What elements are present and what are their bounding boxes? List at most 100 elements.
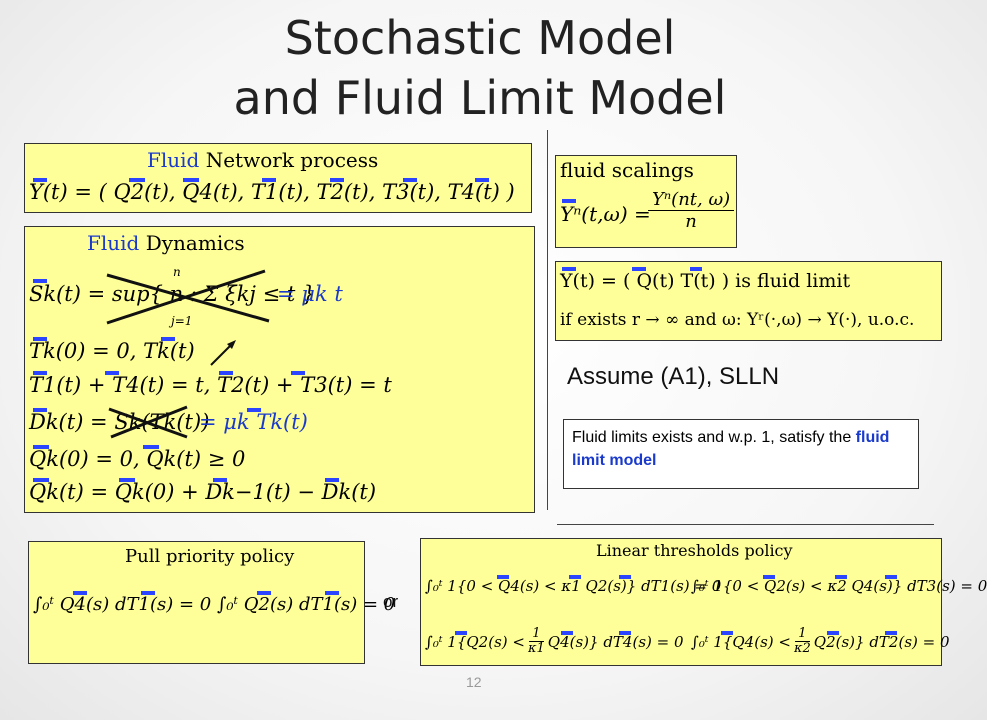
overbar bbox=[721, 631, 733, 635]
vertical-divider bbox=[547, 130, 548, 510]
fluid-dynamics-box: Fluid Dynamics Sk(t) = sup{ n : Σ ξkj ≤ … bbox=[24, 226, 535, 513]
sum-lower-limit: j=1 bbox=[171, 314, 193, 328]
scalings-lhs: Yⁿ(t,ω) = bbox=[560, 202, 651, 226]
fluid-scalings-box: fluid scalings Yⁿ(t,ω) = Yⁿ(nt, ω) n bbox=[555, 155, 737, 248]
note-text: Fluid limits exists and w.p. 1, satisfy … bbox=[572, 429, 852, 446]
dynamics-line1-right: = μk t bbox=[277, 282, 343, 306]
linear-eq3-den: κ1 bbox=[527, 641, 545, 656]
overbar bbox=[763, 575, 775, 579]
scalings-heading: fluid scalings bbox=[560, 158, 694, 182]
overbar bbox=[835, 575, 847, 579]
scalings-numerator: Yⁿ(nt, ω) bbox=[648, 189, 735, 211]
overbar bbox=[33, 408, 47, 412]
assume-text: Assume (A1), SLLN bbox=[567, 363, 780, 390]
linear-heading: Linear thresholds policy bbox=[596, 541, 793, 560]
linear-eq4-den: κ2 bbox=[793, 641, 811, 656]
fluid-limit-box: Y(t) = ( Q(t) T(t) ) is fluid limit if e… bbox=[555, 261, 942, 341]
network-heading-fluid: Fluid bbox=[147, 148, 200, 172]
overbar bbox=[33, 279, 47, 283]
pull-eq2: ∫₀ᵗ Q2(s) dT1(s) = 0 bbox=[217, 594, 396, 615]
pull-priority-box: Pull priority policy ∫₀ᵗ Q4(s) dT1(s) = … bbox=[28, 541, 395, 664]
overbar bbox=[619, 631, 631, 635]
overbar bbox=[455, 631, 467, 635]
overbar bbox=[143, 445, 159, 449]
overbar bbox=[129, 178, 145, 182]
overbar bbox=[885, 631, 897, 635]
overbar bbox=[105, 371, 119, 375]
fluid-limit-line1: Y(t) = ( Q(t) T(t) ) is fluid limit bbox=[560, 270, 851, 292]
dynamics-heading-rest: Dynamics bbox=[145, 231, 245, 255]
page-number: 12 bbox=[466, 674, 482, 690]
linear-eq4-num: 1 bbox=[795, 627, 810, 642]
overbar bbox=[183, 178, 199, 182]
network-heading-rest: Network process bbox=[205, 148, 379, 172]
fluid-limit-line2: if exists r → ∞ and ω: Yʳ(·,ω) → Y(·), u… bbox=[560, 310, 915, 330]
overbar bbox=[325, 591, 339, 595]
overbar bbox=[330, 178, 344, 182]
linear-eq2: ∫₀ᵗ 1{0 < Q2(s) < κ2 Q4(s)} dT3(s) = 0 bbox=[691, 577, 987, 595]
overbar bbox=[885, 575, 897, 579]
overbar bbox=[562, 267, 576, 271]
pull-heading: Pull priority policy bbox=[125, 546, 295, 567]
overbar bbox=[690, 267, 702, 271]
overbar bbox=[33, 478, 49, 482]
sum-upper-limit: n bbox=[173, 265, 181, 279]
linear-eq1: ∫₀ᵗ 1{0 < Q4(s) < κ1 Q2(s)} dT1(s) = 0 bbox=[425, 577, 722, 595]
overbar bbox=[33, 178, 47, 182]
dynamics-line3: T1(t) + T4(t) = t, T2(t) + T3(t) = t bbox=[29, 373, 392, 397]
overbar bbox=[219, 371, 233, 375]
overbar bbox=[141, 591, 155, 595]
overbar bbox=[213, 478, 227, 482]
overbar bbox=[561, 631, 573, 635]
overbar bbox=[827, 631, 839, 635]
overbar bbox=[569, 575, 581, 579]
dynamics-heading: Fluid Dynamics bbox=[87, 231, 245, 255]
overbar bbox=[257, 591, 271, 595]
overbar bbox=[262, 178, 276, 182]
overbar bbox=[33, 337, 47, 341]
linear-eq3-fraction: 1 κ1 bbox=[528, 627, 545, 656]
fluid-limits-note: Fluid limits exists and w.p. 1, satisfy … bbox=[563, 419, 919, 489]
overbar bbox=[291, 371, 305, 375]
overbar bbox=[497, 575, 509, 579]
linear-eq3-pre: ∫₀ᵗ 1{Q2(s) < bbox=[425, 632, 525, 651]
overbar bbox=[562, 199, 576, 203]
scalings-denominator: n bbox=[685, 211, 697, 232]
overbar bbox=[73, 591, 87, 595]
linear-eq4: ∫₀ᵗ 1{Q4(s) < 1 κ2 Q2(s)} dT2(s) = 0 bbox=[691, 627, 950, 656]
overbar bbox=[119, 478, 135, 482]
overbar bbox=[247, 408, 261, 412]
dynamics-line2: Tk(0) = 0, Tk(t) bbox=[29, 339, 195, 363]
slide-title-line2: and Fluid Limit Model bbox=[233, 71, 727, 125]
overbar bbox=[632, 267, 646, 271]
dynamics-line6: Qk(t) = Qk(0) + Dk−1(t) − Dk(t) bbox=[29, 480, 377, 504]
linear-eq3: ∫₀ᵗ 1{Q2(s) < 1 κ1 Q4(s)} dT4(s) = 0 bbox=[425, 627, 684, 656]
linear-eq4-fraction: 1 κ2 bbox=[794, 627, 811, 656]
increasing-arrow bbox=[210, 340, 236, 366]
dynamics-line5: Qk(0) = 0, Qk(t) ≥ 0 bbox=[29, 447, 246, 471]
strike-cross-2 bbox=[108, 405, 188, 439]
overbar bbox=[325, 478, 339, 482]
slide-title-line1: Stochastic Model bbox=[284, 11, 676, 65]
linear-eq3-post: Q4(s)} dT4(s) = 0 bbox=[547, 632, 684, 651]
dynamics-line4-right: = μk Tk(t) bbox=[199, 410, 308, 434]
overbar bbox=[475, 178, 489, 182]
network-equation: Y(t) = ( Q2(t), Q4(t), T1(t), T2(t), T3(… bbox=[29, 180, 515, 204]
overbar bbox=[619, 575, 631, 579]
horizontal-divider bbox=[557, 524, 934, 525]
linear-eq4-post: Q2(s)} dT2(s) = 0 bbox=[813, 632, 950, 651]
note-emphasis: fluid limit model bbox=[572, 429, 890, 469]
dynamics-heading-fluid: Fluid bbox=[87, 231, 140, 255]
linear-thresholds-box: Linear thresholds policy ∫₀ᵗ 1{0 < Q4(s)… bbox=[420, 538, 987, 666]
linear-eq4-pre: ∫₀ᵗ 1{Q4(s) < bbox=[691, 632, 791, 651]
overbar bbox=[33, 445, 49, 449]
scalings-fraction: Yⁿ(nt, ω) n bbox=[648, 189, 735, 232]
or-text: or bbox=[383, 592, 399, 611]
overbar bbox=[403, 178, 417, 182]
network-process-box: Fluid Network process Y(t) = ( Q2(t), Q4… bbox=[24, 143, 532, 213]
overbar bbox=[33, 371, 47, 375]
linear-eq3-num: 1 bbox=[529, 627, 544, 642]
overbar bbox=[161, 337, 175, 341]
pull-eq1: ∫₀ᵗ Q4(s) dT1(s) = 0 bbox=[33, 594, 212, 615]
network-heading: Fluid Network process bbox=[147, 148, 378, 172]
